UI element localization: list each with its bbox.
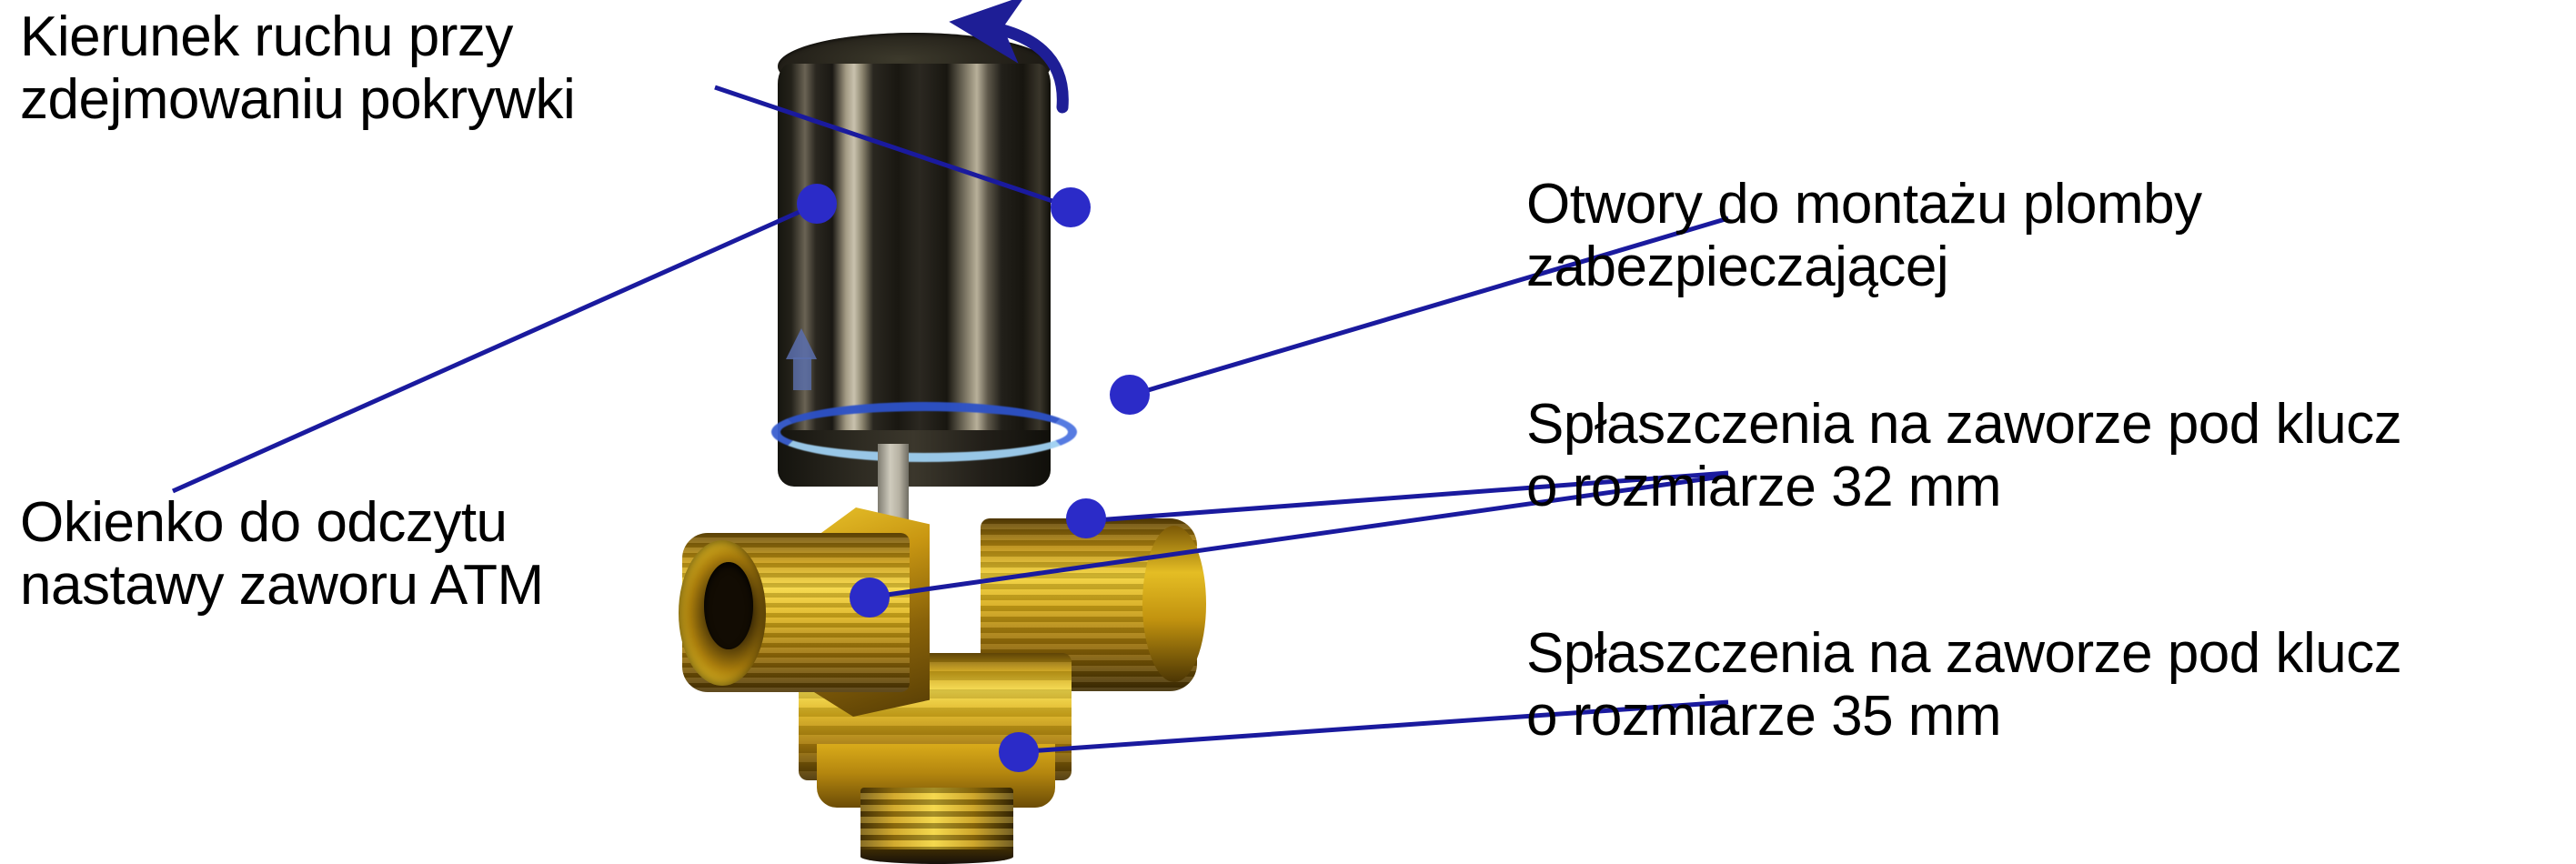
- callout-otwory-plomby: Otwory do montażu plomby zabezpieczające…: [1526, 173, 2202, 299]
- valve-bottom-thread: [860, 788, 1013, 860]
- callout-splaszczenia-32mm: Spłaszczenia na zaworze pod klucz o rozm…: [1526, 393, 2402, 519]
- cap-up-arrow-icon: [786, 328, 817, 359]
- callout-kierunek-ruchu: Kierunek ruchu przy zdejmowaniu pokrywki: [20, 5, 576, 132]
- cap-up-arrow-stem: [793, 357, 811, 390]
- valve-bottom-end: [860, 849, 1013, 864]
- valve-port-left-bore: [704, 562, 753, 649]
- valve-photo: [679, 16, 1206, 864]
- callout-splaszczenia-35mm: Spłaszczenia na zaworze pod klucz o rozm…: [1526, 622, 2402, 748]
- callout-okienko-odczytu: Okienko do odczytu nastawy zaworu ATM: [20, 491, 544, 618]
- blue-ring-marker: [771, 402, 1077, 462]
- valve-port-right-end: [1142, 526, 1206, 682]
